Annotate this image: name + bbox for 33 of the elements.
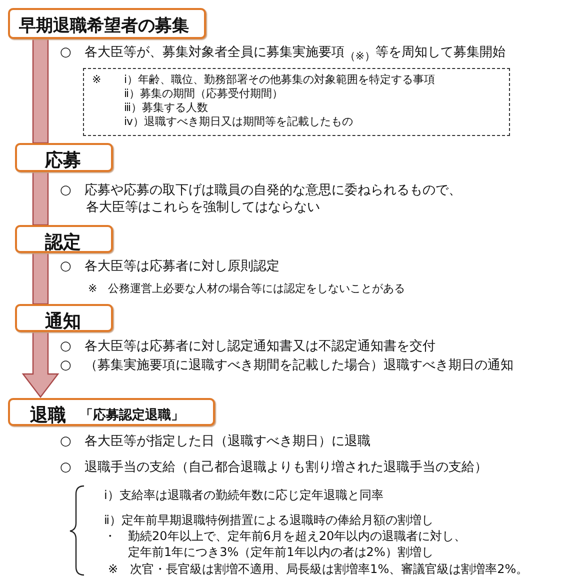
stage-subtitle: 「応募認定退職」 [80,406,184,424]
note-text: ※ [92,73,102,87]
note-text: ※ 次官・長官級は割増不適用、局長級は割増率1%、審議官級は割増率2%。 [108,561,528,577]
note-text: ○ 各大臣等は応募者に対し原則認定 [60,258,280,275]
note-text: ⅰ）年齢、職位、勤務部署その他募集の対象範囲を特定する事項 [124,73,436,87]
stage-box [15,225,113,253]
note-box [83,68,510,136]
stage-box [15,304,113,332]
stage-title: 通知 [45,310,81,333]
note-text: ・ 勤続20年以上で、定年前6月を超え20年以内の退職者に対し、定年前1年につき3%（定年前1年以内の者は2%）割増し [104,528,468,560]
stage-title: 早期退職希望者の募集 [19,15,189,37]
note-text: ○ （募集実施要項に退職すべき期間を記載した場合）退職すべき期日の通知 [60,357,514,374]
note-text: ○ 退職手当の支給（自己都合退職よりも割り増された退職手当の支給） [60,459,488,476]
flow-bar [32,171,49,226]
stage-title: 認定 [45,231,81,254]
note-text: ○ 各大臣等は応募者に対し認定通知書又は不認定通知書を交付 [60,338,436,355]
flow-bar [32,38,49,144]
note-text: ⅱ）募集の期間（応募受付期間） [124,87,284,101]
stage-box [8,398,215,426]
note-text: ⅲ）募集する人数 [124,101,208,115]
note-text: ⅰ）支給率は退職者の勤続年数に応じ定年退職と同率 [104,487,384,503]
note-text: ○ 各大臣等が、募集対象者全員に募集実施要項$_{（※）}$等を周知して募集開始 [60,44,506,65]
note-text: ※ 公務運営上必要な人材の場合等には認定をしないことがある [88,281,406,297]
flow-arrow [22,331,60,398]
stage-box [15,143,113,172]
note-text: ○ 応募や応募の取下げは職員の自発的な意思に委ねられるもので、各大臣等はこれらを強制してはならない [60,182,462,216]
note-text: ⅱ）定年前早期退職特例措置による退職時の俸給月額の割増し [104,512,434,528]
stage-box [8,8,206,39]
note-text: ⅳ）退職すべき期日又は期間等を記載したもの [124,115,353,129]
stage-title: 応募 [45,149,81,172]
flow-bar [32,252,49,305]
stage-title: 退職 [30,404,66,427]
note-text: ○ 各大臣等が指定した日（退職すべき期日）に退職 [60,433,370,450]
